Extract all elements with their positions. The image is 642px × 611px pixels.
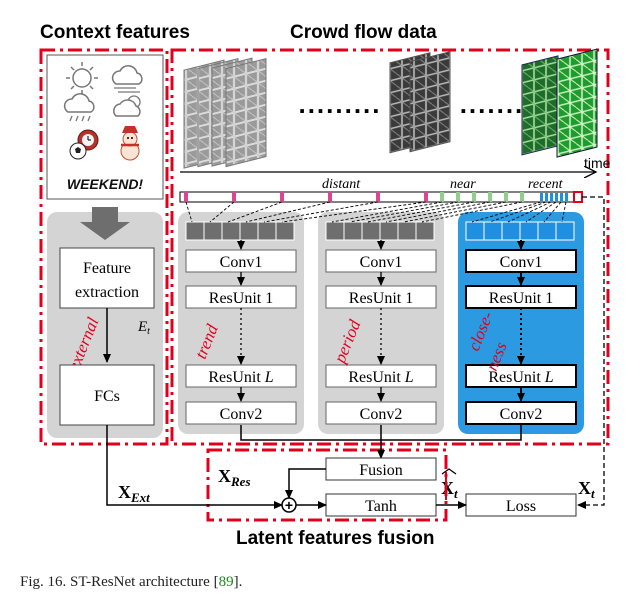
near-ticks bbox=[440, 192, 524, 202]
et-symbol: Et bbox=[137, 319, 150, 337]
period-input-cell bbox=[397, 221, 417, 241]
weekend-label: WEEKEND! bbox=[67, 176, 144, 192]
branch-0-conv1-label: Conv1 bbox=[220, 254, 263, 271]
closeness-input-cell bbox=[465, 221, 485, 241]
rain-cloud-icon bbox=[63, 93, 95, 122]
soccer-clock-icon bbox=[69, 129, 99, 160]
ellipsis-1: ......... bbox=[298, 89, 381, 119]
closeness-flow-maps bbox=[521, 48, 598, 158]
latent-fusion-title: Latent features fusion bbox=[236, 528, 434, 549]
trend-input-cell bbox=[257, 221, 277, 241]
trend-to-fusion-arrow bbox=[240, 425, 385, 459]
trend-input-cell bbox=[203, 221, 223, 241]
trend-input-cell bbox=[275, 221, 295, 241]
period-flow-maps bbox=[389, 51, 451, 154]
context-frame bbox=[39, 48, 169, 446]
trend-input-cell bbox=[221, 221, 241, 241]
feature-extraction-line1: Feature bbox=[83, 260, 131, 277]
period-sampling-lines bbox=[331, 201, 523, 223]
period-input-cell bbox=[415, 221, 435, 241]
distant-ticks bbox=[184, 192, 428, 202]
closeness-input-cell bbox=[537, 221, 557, 241]
down-arrow-icon bbox=[80, 207, 130, 240]
sun-icon bbox=[66, 62, 98, 94]
context-features-title: Context features bbox=[40, 22, 190, 43]
figure-caption: Fig. 16. ST-ResNet architecture [89]. bbox=[20, 574, 242, 590]
input-cell-rows bbox=[185, 221, 575, 241]
target-tick bbox=[573, 191, 583, 203]
x-res-label: XRes bbox=[218, 466, 251, 489]
branch-0-res1-label: ResUnit 1 bbox=[209, 290, 273, 307]
branch-2-res1-label: ResUnit 1 bbox=[489, 290, 553, 307]
feature-extraction-line2: extraction bbox=[75, 284, 139, 301]
branch-1-resL-label: ResUnit L bbox=[348, 369, 413, 386]
closeness-input-cell bbox=[501, 221, 521, 241]
branch-1-conv1-label: Conv1 bbox=[360, 254, 403, 271]
near-label: near bbox=[450, 177, 476, 192]
period-input-cell bbox=[361, 221, 381, 241]
feature-extraction-box bbox=[59, 247, 155, 309]
x-ext-label: XExt bbox=[118, 482, 150, 505]
branch-2-resL-label: ResUnit L bbox=[488, 369, 553, 386]
trend-input-cell bbox=[239, 221, 259, 241]
x-hat-label: Xt bbox=[441, 478, 458, 501]
branch-1-conv2-box bbox=[325, 401, 437, 425]
closeness-input-cell bbox=[483, 221, 503, 241]
closeness-sampling-lines bbox=[471, 201, 567, 223]
x-hat-caret bbox=[441, 468, 457, 475]
ground-truth-arrow bbox=[577, 196, 605, 509]
branch-1-conv2-label: Conv2 bbox=[360, 406, 403, 423]
fcs-label: FCs bbox=[94, 388, 120, 405]
tanh-label: Tanh bbox=[365, 498, 397, 515]
period-input-cell bbox=[379, 221, 399, 241]
period-input-cell bbox=[343, 221, 363, 241]
loss-label: Loss bbox=[506, 498, 536, 515]
period-input-cell bbox=[325, 221, 345, 241]
recent-label: recent bbox=[528, 177, 564, 192]
branch-2-conv1-label: Conv1 bbox=[500, 254, 543, 271]
fusion-to-plus-arrow bbox=[285, 468, 326, 499]
time-label: time bbox=[584, 155, 611, 171]
fusion-label: Fusion bbox=[359, 462, 403, 479]
crowd-flow-title: Crowd flow data bbox=[290, 22, 437, 43]
partly-cloudy-icon bbox=[113, 95, 141, 117]
closeness-to-fusion-line bbox=[381, 425, 522, 441]
trend-flow-maps bbox=[183, 57, 267, 169]
branch-0-conv2-label: Conv2 bbox=[220, 406, 263, 423]
branch-0-conv2-box bbox=[185, 401, 297, 425]
plus-sign: + bbox=[285, 497, 293, 513]
recent-ticks bbox=[540, 193, 568, 201]
distant-label: distant bbox=[322, 177, 361, 192]
branch-1-res1-label: ResUnit 1 bbox=[349, 290, 413, 307]
closeness-input-cell bbox=[555, 221, 575, 241]
wind-cloud-icon bbox=[111, 65, 143, 93]
ext-to-plus-arrow bbox=[106, 425, 283, 509]
branch-0-resL-label: ResUnit L bbox=[208, 369, 273, 386]
fcs-box bbox=[59, 364, 155, 426]
ellipsis-2: ....... bbox=[460, 89, 525, 119]
closeness-input-cell bbox=[519, 221, 539, 241]
trend-input-cell bbox=[185, 221, 205, 241]
snowman-icon bbox=[120, 126, 140, 161]
x-true-label: Xt bbox=[578, 478, 595, 501]
branch-2-conv2-box bbox=[465, 401, 577, 425]
trend-sampling-lines bbox=[185, 201, 427, 223]
context-icons-panel bbox=[46, 54, 164, 200]
branch-2-conv2-label: Conv2 bbox=[500, 406, 543, 423]
crowd-frame bbox=[170, 48, 610, 446]
